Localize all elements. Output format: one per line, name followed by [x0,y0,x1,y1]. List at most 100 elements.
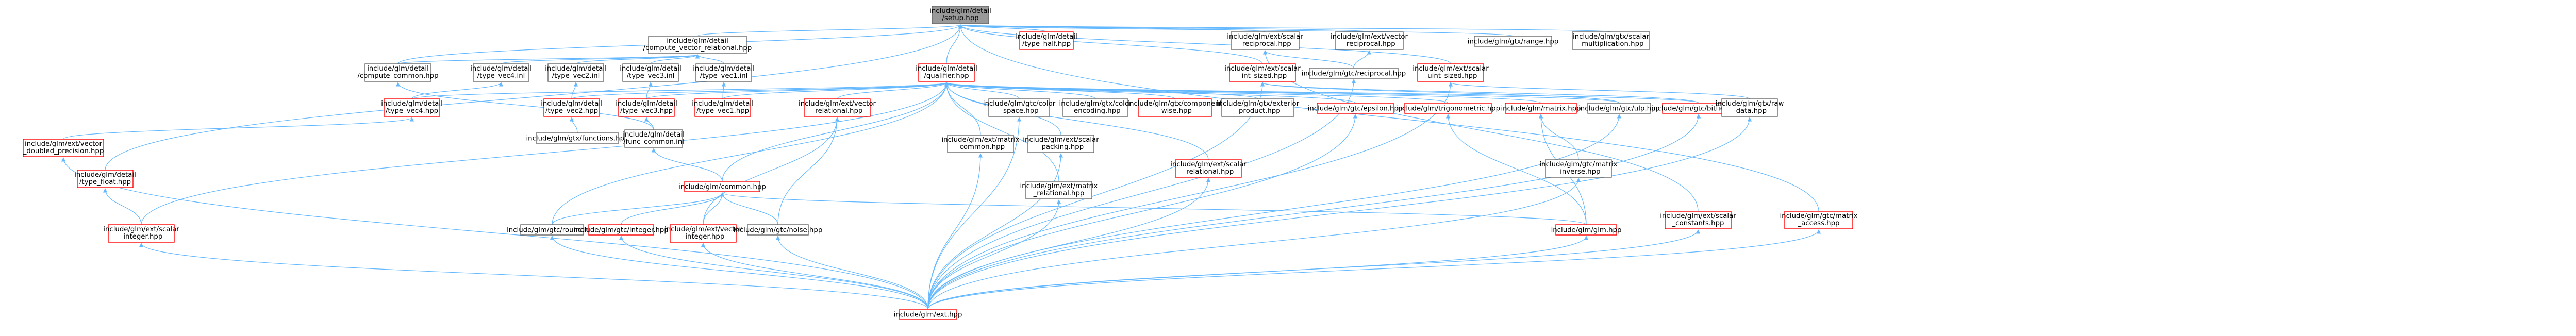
edge-ext-to-suintsized [927,82,1453,310]
node-sintsized[interactable]: include/glm/ext/scalar_int_sized.hpp [1224,63,1301,82]
node-label-line: include/glm/detail [367,65,429,73]
node-tv3[interactable]: include/glm/detail/type_vec3.hpp [616,98,677,117]
node-extprod[interactable]: include/glm/gtx/exterior_product.hpp [1217,98,1300,117]
node-box [1335,31,1404,50]
node-label-line: include/glm/detail [381,100,443,108]
node-tv3inl[interactable]: include/glm/detail/type_vec3.inl [620,63,682,82]
node-label-line: include/glm/ext.hpp [894,311,962,319]
node-tv4inl[interactable]: include/glm/detail/type_vec4.inl [470,63,532,82]
node-tv1[interactable]: include/glm/detail/type_vec1.hpp [692,98,754,117]
node-minverse[interactable]: include/glm/gtc/matrix_inverse.hpp [1539,159,1618,178]
edge-tv3-to-qualifier [646,82,949,99]
node-box [1138,98,1212,117]
edge-common-to-qualifier [722,82,949,182]
node-rawdata[interactable]: include/glm/gtx/raw_data.hpp [1716,98,1784,117]
node-matrix[interactable]: include/glm/matrix.hpp [1501,103,1581,114]
node-srel[interactable]: include/glm/ext/scalar_relational.hpp [1170,159,1247,178]
node-gcolor[interactable]: include/glm/gtc/color_space.hpp [983,98,1056,117]
edge-bitfield-to-qualifier [944,82,1699,104]
node-functions[interactable]: include/glm/gtx/functions.hpp [526,132,629,144]
node-ginteger[interactable]: include/glm/gtc/integer.hpp [574,224,669,236]
node-mcommon[interactable]: include/glm/ext/matrix_common.hpp [941,135,1020,153]
node-box [899,309,957,320]
edge-ext-to-grecip [927,79,1356,310]
node-label-line: include/glm/gtc/epsilon.hpp [1308,105,1403,113]
node-glmhpp[interactable]: include/glm/glm.hpp [1551,224,1622,236]
node-spacking[interactable]: include/glm/ext/scalar_packing.hpp [1023,135,1099,153]
node-label-line: include/glm/trigonometric.hpp [1396,105,1500,113]
edge-rawdataX-to-setup [959,24,1611,32]
node-sconst[interactable]: include/glm/ext/scalar_constants.hpp [1660,211,1736,229]
node-tfloat[interactable]: include/glm/detail/type_float.hpp [74,170,136,188]
node-label-line: include/glm/glm.hpp [1551,227,1622,234]
node-box [1229,63,1296,82]
node-label-line: _relational.hpp [1033,190,1085,197]
node-label-line: include/glm/gtx/range.hpp [1468,38,1558,46]
edge-tv2inl-to-cvr [575,54,700,64]
node-fcommon[interactable]: include/glm/detail/func_common.inl [623,129,685,148]
node-vdouble[interactable]: include/glm/ext/vector_doubled_precision… [23,139,104,157]
node-cvr[interactable]: include/glm/detail/compute_vector_relati… [643,36,752,54]
node-rawdataX[interactable]: include/glm/gtx/scalar_multiplication.hp… [1572,31,1650,50]
node-label-line: _wise.hpp [1157,107,1192,115]
node-box [473,63,529,82]
edge-qualifier-to-setup [946,24,963,64]
node-maccess[interactable]: include/glm/gtc/matrix_access.hpp [1780,211,1858,229]
node-ccommon[interactable]: include/glm/detail/compute_common.hpp [357,63,439,82]
node-suintsized[interactable]: include/glm/ext/scalar_uint_sized.hpp [1412,63,1489,82]
node-vrel[interactable]: include/glm/ext/vector_relational.hpp [799,98,876,117]
edge-ext-to-noise [775,236,928,310]
edge-ccommon-to-cvr [397,54,700,64]
node-box [1025,181,1092,199]
node-label-line: include/glm/gtc/matrix [1780,212,1857,220]
node-box [1572,31,1650,50]
node-box [1587,103,1651,114]
node-setup[interactable]: include/glm/detail/setup.hpp [929,6,991,24]
node-ulp[interactable]: include/glm/gtc/ulp.hpp [1578,103,1660,114]
edge-noise-to-common [720,192,778,225]
edge-tfloat-to-setup [105,24,963,171]
node-common[interactable]: include/glm/common.hpp [678,181,766,192]
node-label-line: /type_vec3.hpp [620,107,673,115]
node-label-line: include/glm/detail [693,65,755,73]
node-label-line: /type_vec2.inl [552,72,600,80]
edge-tv4-to-qualifier [411,82,949,99]
node-label-line: /type_half.hpp [1022,40,1071,48]
node-noise[interactable]: include/glm/gtc/noise.hpp [734,224,823,236]
node-box [1062,98,1128,117]
node-xcolor[interactable]: include/glm/gtx/color_encoding.hpp [1059,98,1133,117]
node-label-line: /setup.hpp [942,14,978,22]
edge-tv1-to-qualifier [722,82,949,99]
edge-epsilon-to-qualifier [944,82,1356,104]
node-tv2[interactable]: include/glm/detail/type_vec2.hpp [541,98,603,117]
node-box [520,224,584,236]
node-grecip[interactable]: include/glm/gtc/reciprocal.hpp [1302,68,1406,79]
node-vrecip[interactable]: include/glm/ext/vector_reciprocal.hpp [1331,31,1408,50]
node-tv2inl[interactable]: include/glm/detail/type_vec2.inl [545,63,607,82]
node-round[interactable]: include/glm/gtc/round.hpp [507,224,597,236]
node-box [1404,103,1492,114]
edge-ext-to-minverse [927,178,1581,310]
edge-fcommon-to-ccommon [395,82,654,130]
node-sinteger[interactable]: include/glm/ext/scalar_integer.hpp [103,224,179,243]
node-vinteger[interactable]: include/glm/ext/vector_integer.hpp [664,224,742,243]
node-trig[interactable]: include/glm/trigonometric.hpp [1396,103,1500,114]
node-tv4[interactable]: include/glm/detail/type_vec4.hpp [381,98,443,117]
node-label-line: include/glm/detail [74,171,136,179]
node-box [670,224,737,243]
node-range[interactable]: include/glm/gtx/range.hpp [1468,36,1558,47]
node-label-line: include/glm/gtc/color [983,100,1056,108]
node-srecip[interactable]: include/glm/ext/scalar_reciprocal.hpp [1227,31,1303,50]
node-mrel[interactable]: include/glm/ext/matrix_relational.hpp [1020,181,1098,199]
node-tv1inl[interactable]: include/glm/detail/type_vec1.inl [693,63,755,82]
edge-glmhpp-to-trig [1445,114,1587,225]
edge-ext-to-vinteger [701,243,928,310]
node-thalf[interactable]: include/glm/detail/type_half.hpp [1016,31,1077,50]
node-epsilon[interactable]: include/glm/gtc/epsilon.hpp [1308,103,1403,114]
node-box [108,224,175,243]
node-ext[interactable]: include/glm/ext.hpp [894,309,962,320]
edge-vdouble-to-tv4 [63,117,414,140]
node-compwise[interactable]: include/glm/gtx/component_wise.hpp [1127,98,1222,117]
node-box [1221,98,1294,117]
node-qualifier[interactable]: include/glm/detail/qualifier.hpp [916,63,977,82]
